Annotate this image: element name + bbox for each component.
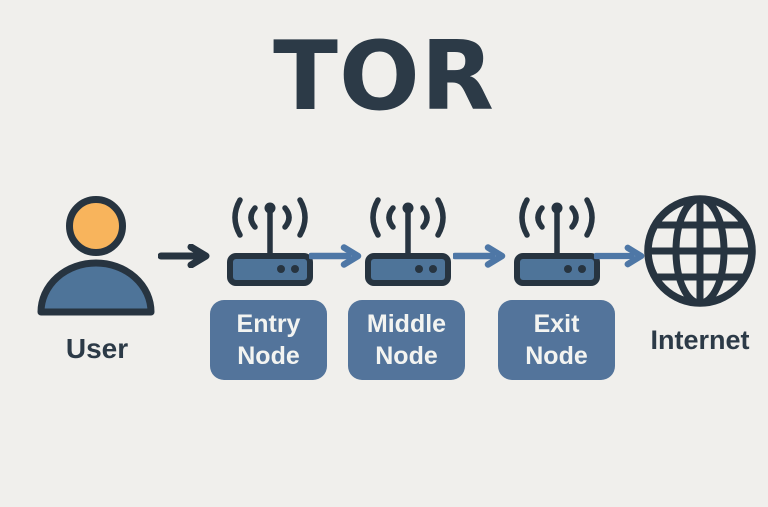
user-icon <box>33 193 161 319</box>
exit-node-label: Exit Node <box>498 300 615 380</box>
internet-label: Internet <box>650 325 750 355</box>
exit-node-label-line1: Exit <box>533 310 580 338</box>
entry-node-router-icon <box>227 196 313 289</box>
exit-node-label-line2: Node <box>525 342 588 370</box>
arrow-middle-to-exit-icon <box>453 244 507 268</box>
user-label: User <box>65 333 129 364</box>
arrow-entry-to-middle-icon <box>309 244 363 268</box>
globe-icon <box>644 195 756 307</box>
exit-node-router-icon <box>514 196 600 289</box>
diagram-title: TOR <box>273 22 495 132</box>
middle-node-label-line1: Middle <box>366 310 447 338</box>
entry-node-label-line1: Entry <box>236 310 301 338</box>
middle-node-router-icon <box>365 196 451 289</box>
arrow-exit-to-internet-icon <box>594 244 646 268</box>
entry-node-label-line2: Node <box>237 342 300 370</box>
arrow-user-to-entry-icon <box>158 244 210 268</box>
entry-node-label: Entry Node <box>210 300 327 380</box>
middle-node-label-line2: Node <box>375 342 438 370</box>
middle-node-label: Middle Node <box>348 300 465 380</box>
